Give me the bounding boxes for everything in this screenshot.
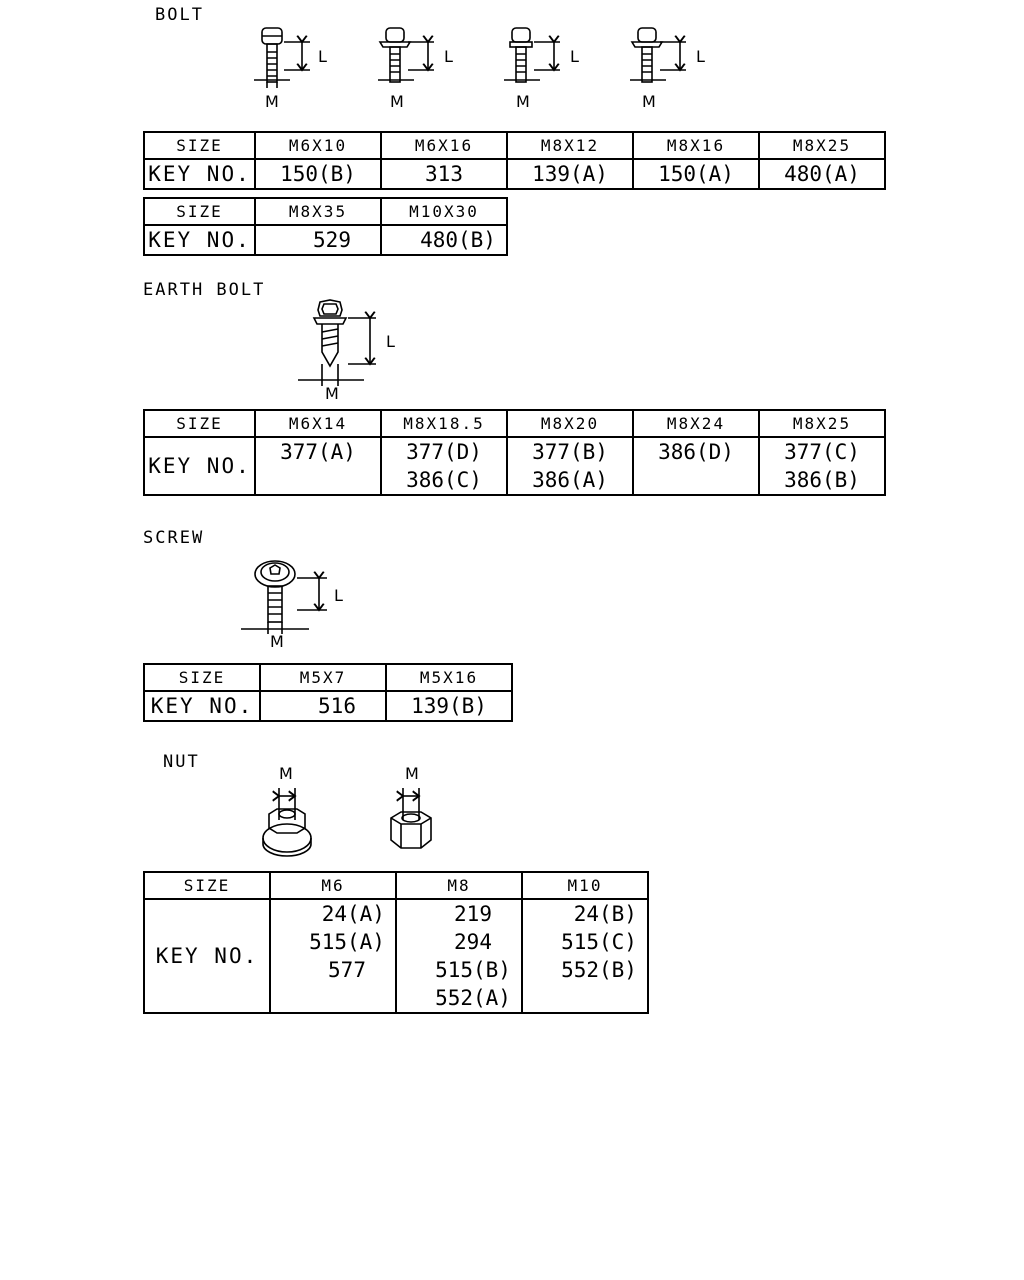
key-no-header: KEY NO. bbox=[143, 436, 256, 496]
earth-bolt-heading: EARTH BOLT bbox=[143, 280, 266, 300]
size-cell: M6X16 bbox=[380, 131, 508, 160]
nut-heading: NUT bbox=[163, 752, 200, 772]
key-cell: 480(B) bbox=[380, 224, 508, 256]
flange-bolt-icon bbox=[378, 27, 434, 83]
screw-icon bbox=[241, 560, 327, 634]
key-cell: 480(A) bbox=[758, 158, 886, 190]
size-header: SIZE bbox=[143, 871, 271, 900]
earth-bolt-figure bbox=[298, 299, 376, 386]
key-no-header: KEY NO. bbox=[143, 158, 256, 190]
nut-dim-m-2: M bbox=[405, 764, 419, 783]
key-cell: 139(A) bbox=[506, 158, 634, 190]
size-cell: M6X10 bbox=[254, 131, 382, 160]
size-cell: M10 bbox=[521, 871, 649, 900]
key-cell: 313 bbox=[380, 158, 508, 190]
key-cell: 139(B) bbox=[385, 690, 513, 722]
nut-dim-m-1: M bbox=[279, 764, 293, 783]
bolt-table-2: SIZE M8X35 M10X30 KEY NO. 529 480(B) bbox=[143, 197, 508, 256]
key-cell: 377(A) bbox=[254, 436, 382, 496]
size-cell: M6 bbox=[269, 871, 397, 900]
size-header: SIZE bbox=[143, 131, 256, 160]
bolt-dim-m-1: M bbox=[265, 92, 279, 111]
size-header: SIZE bbox=[143, 197, 256, 226]
size-cell: M8X16 bbox=[632, 131, 760, 160]
key-cell: 377(D) 386(C) bbox=[380, 436, 508, 496]
bolt-dim-m-2: M bbox=[390, 92, 404, 111]
size-cell: M8X25 bbox=[758, 131, 886, 160]
key-cell: 377(C) 386(B) bbox=[758, 436, 886, 496]
size-cell: M8X20 bbox=[506, 409, 634, 438]
earth-bolt-dim-m: M bbox=[325, 384, 339, 403]
screw-dim-l: L bbox=[334, 586, 343, 605]
hex-nut-icon bbox=[390, 788, 432, 849]
nut-figures bbox=[262, 788, 432, 857]
key-cell: 377(B) 386(A) bbox=[506, 436, 634, 496]
screw-dim-m: M bbox=[270, 632, 284, 651]
screw-heading: SCREW bbox=[143, 528, 205, 548]
bolt-dim-m-3: M bbox=[516, 92, 530, 111]
size-cell: M8X12 bbox=[506, 131, 634, 160]
bolt-table-1: SIZE M6X10 M6X16 M8X12 M8X16 M8X25 KEY N… bbox=[143, 131, 886, 190]
bolt-dim-l-3: L bbox=[570, 47, 579, 66]
key-cell: 516 bbox=[259, 690, 387, 722]
key-cell: 386(D) bbox=[632, 436, 760, 496]
key-no-header: KEY NO. bbox=[143, 898, 271, 1014]
screw-table: SIZE M5X7 M5X16 KEY NO. 516 139(B) bbox=[143, 663, 513, 722]
bolt-heading: BOLT bbox=[155, 5, 204, 25]
hex-bolt-icon bbox=[254, 27, 310, 88]
key-cell: 24(B) 515(C) 552(B) bbox=[521, 898, 649, 1014]
size-cell: M8X18.5 bbox=[380, 409, 508, 438]
size-cell: M8X24 bbox=[632, 409, 760, 438]
size-cell: M8 bbox=[395, 871, 523, 900]
nut-table: SIZE M6 M8 M10 KEY NO. 24(A) 515(A) 577 … bbox=[143, 871, 649, 1014]
earth-bolt-dim-l: L bbox=[386, 332, 395, 351]
key-cell: 219 294 515(B) 552(A) bbox=[395, 898, 523, 1014]
key-cell: 150(A) bbox=[632, 158, 760, 190]
size-cell: M10X30 bbox=[380, 197, 508, 226]
size-cell: M6X14 bbox=[254, 409, 382, 438]
screw-figure bbox=[241, 560, 327, 634]
size-cell: M8X35 bbox=[254, 197, 382, 226]
bolt-dim-l-1: L bbox=[318, 47, 327, 66]
key-no-header: KEY NO. bbox=[143, 690, 261, 722]
key-cell: 24(A) 515(A) 577 bbox=[269, 898, 397, 1014]
washer-bolt-icon bbox=[504, 27, 560, 83]
size-header: SIZE bbox=[143, 663, 261, 692]
bolt-figures bbox=[254, 27, 686, 88]
key-cell: 150(B) bbox=[254, 158, 382, 190]
key-cell: 529 bbox=[254, 224, 382, 256]
earth-bolt-table: SIZE M6X14 M8X18.5 M8X20 M8X24 M8X25 KEY… bbox=[143, 409, 886, 496]
size-cell: M5X7 bbox=[259, 663, 387, 692]
bolt-dim-l-4: L bbox=[696, 47, 705, 66]
bolt-dim-m-4: M bbox=[642, 92, 656, 111]
bolt-dim-l-2: L bbox=[444, 47, 453, 66]
size-cell: M8X25 bbox=[758, 409, 886, 438]
earth-bolt-icon bbox=[298, 299, 376, 386]
size-header: SIZE bbox=[143, 409, 256, 438]
flange-nut-icon bbox=[262, 788, 312, 857]
size-cell: M5X16 bbox=[385, 663, 513, 692]
key-no-header: KEY NO. bbox=[143, 224, 256, 256]
flange-washer-bolt-icon bbox=[630, 27, 686, 83]
